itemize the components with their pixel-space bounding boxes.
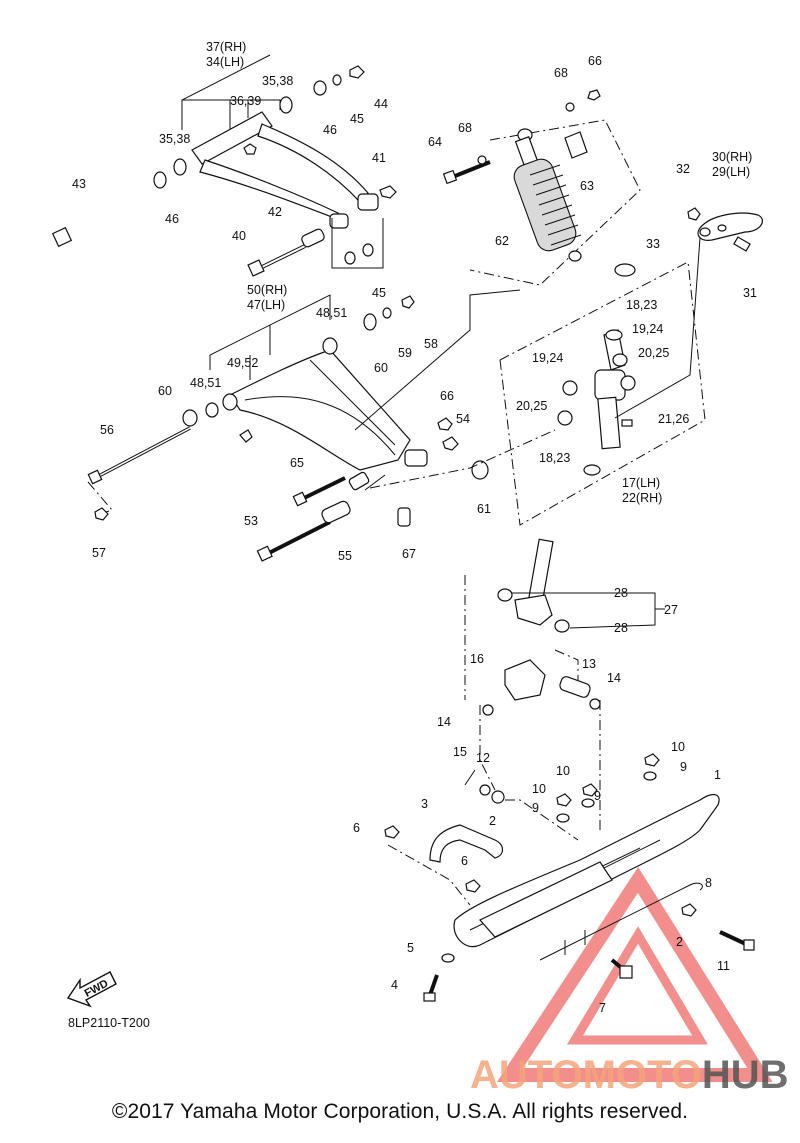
callout: 10 — [556, 764, 570, 778]
callout: 9 — [594, 789, 601, 803]
callout: 37(RH) — [206, 40, 246, 54]
callout: 15 — [453, 745, 467, 759]
callout: 28 — [614, 586, 628, 600]
callout: 65 — [290, 456, 304, 470]
callout: 46 — [165, 212, 179, 226]
callout: 16 — [470, 652, 484, 666]
callout: 63 — [580, 179, 594, 193]
callout: 9 — [680, 760, 687, 774]
callout: 17(LH) — [622, 476, 660, 490]
callout: 30(RH) — [712, 150, 752, 164]
copyright-notice: ©2017 Yamaha Motor Corporation, U.S.A. A… — [111, 1100, 689, 1123]
callout: 28 — [614, 621, 628, 635]
callout: 31 — [743, 286, 757, 300]
callout: 14 — [607, 671, 621, 685]
callout: 13 — [582, 657, 596, 671]
steering-arm-group — [687, 207, 763, 252]
callout: 53 — [244, 514, 258, 528]
callout: 43 — [72, 177, 86, 191]
callout: 6 — [353, 821, 360, 835]
callout: 20,25 — [638, 346, 669, 360]
callout: 18,23 — [539, 451, 570, 465]
callout: 22(RH) — [622, 491, 662, 505]
callout: 50(RH) — [247, 283, 287, 297]
diagram-code: 8LP2110-T200 — [68, 1016, 150, 1030]
callout: 3 — [421, 797, 428, 811]
callout: 1 — [714, 768, 721, 782]
callout: 48,51 — [316, 306, 347, 320]
callout: 29(LH) — [712, 165, 750, 179]
callout: 6 — [461, 854, 468, 868]
callout: 68 — [554, 66, 568, 80]
callout: 66 — [588, 54, 602, 68]
callout: 60 — [158, 384, 172, 398]
callout: 19,24 — [532, 351, 563, 365]
callout: 10 — [671, 740, 685, 754]
callout: 40 — [232, 229, 246, 243]
callout: 54 — [456, 412, 470, 426]
callout: 32 — [676, 162, 690, 176]
callout-labels: 37(RH) 34(LH) 35,38 36,39 44 46 45 35,38… — [72, 40, 757, 1015]
callout: 5 — [407, 941, 414, 955]
watermark-text: AUTOMOTOHUB — [470, 1053, 789, 1097]
callout: 59 — [398, 346, 412, 360]
callout: 11 — [717, 959, 730, 973]
callout: 55 — [338, 549, 352, 563]
callout: 34(LH) — [206, 55, 244, 69]
callout: 57 — [92, 546, 106, 560]
callout: 47(LH) — [247, 298, 285, 312]
callout: 64 — [428, 135, 442, 149]
callout: 45 — [350, 112, 364, 126]
callout: 33 — [646, 237, 660, 251]
callout: 14 — [437, 715, 451, 729]
fwd-arrow-icon: FWD — [66, 971, 117, 1008]
watermark-auto: AUTOMOTO — [470, 1053, 702, 1097]
callout: 58 — [424, 337, 438, 351]
lower-arm-group — [87, 237, 701, 562]
callout: 62 — [495, 234, 509, 248]
callout: 61 — [477, 502, 491, 516]
callout: 42 — [268, 205, 282, 219]
callout: 41 — [372, 151, 386, 165]
watermark-logo — [497, 867, 773, 1082]
upper-arm-group — [51, 54, 397, 277]
callout: 10 — [532, 782, 546, 796]
fwd-label: FWD — [83, 978, 111, 1000]
callout: 2 — [676, 935, 683, 949]
callout: 46 — [323, 123, 337, 137]
watermark-part1: AUTOMOTOHUB — [470, 1053, 789, 1097]
callout: 20,25 — [516, 399, 547, 413]
callout: 4 — [391, 978, 398, 992]
spindle-group — [499, 261, 706, 526]
callout: 44 — [374, 97, 388, 111]
callout: 45 — [372, 286, 386, 300]
callout: 36,39 — [230, 94, 261, 108]
callout: 56 — [100, 423, 114, 437]
callout: 35,38 — [159, 132, 190, 146]
callout: 68 — [458, 121, 472, 135]
callout: 12 — [476, 751, 490, 765]
callout: 7 — [599, 1001, 606, 1015]
callout: 2 — [489, 814, 496, 828]
callout: 8 — [705, 876, 712, 890]
callout: 18,23 — [626, 298, 657, 312]
shock-absorber-group — [442, 89, 641, 286]
ski-group — [384, 538, 755, 1002]
callout: 49,52 — [227, 356, 258, 370]
callout: 35,38 — [262, 74, 293, 88]
callout: 66 — [440, 389, 454, 403]
callout: 19,24 — [632, 322, 663, 336]
callout: 27 — [664, 603, 678, 617]
callout: 9 — [532, 801, 539, 815]
callout: 21,26 — [658, 412, 689, 426]
callout: 48,51 — [190, 376, 221, 390]
callout: 60 — [374, 361, 388, 375]
callout: 67 — [402, 547, 416, 561]
watermark-hub: HUB — [702, 1053, 789, 1097]
